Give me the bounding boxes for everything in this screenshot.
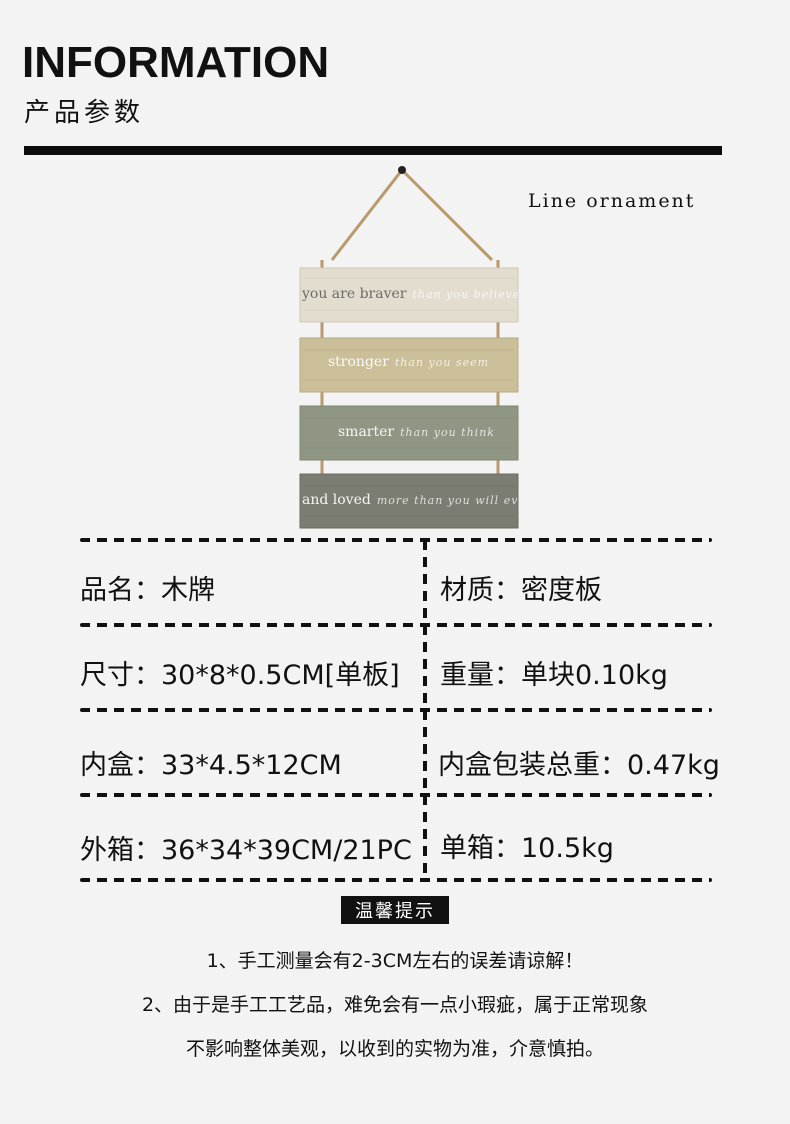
plank-1-main: you are braver [302,286,407,302]
plank-3-script: than you think [400,425,495,439]
spec-divider [80,878,712,882]
plank-3-main: smarter [338,424,395,440]
page-title: INFORMATION [22,38,330,87]
plank-4-text: and loved more than you will ever know [300,476,518,524]
plank-4-script: more than you will ever know [376,493,518,507]
header-divider [24,146,722,155]
product-image [290,160,530,540]
plank-3-text: smarter than you think [300,408,518,456]
spec-column-divider [423,540,427,880]
plank-1-script: than you believe [412,287,518,301]
spec-inner-box-weight: 内盒包装总重：0.47kg [438,750,720,781]
spec-divider [80,793,712,797]
plank-2-script: than you seem [394,355,490,369]
spec-divider [80,623,712,627]
spec-weight: 重量：单块0.10kg [440,660,668,691]
spec-divider [80,708,712,712]
page-subtitle: 产品参数 [24,98,145,128]
spec-inner-box: 内盒：33*4.5*12CM [80,750,342,781]
plank-2-main: stronger [328,354,389,370]
spec-size: 尺寸：30*8*0.5CM[单板] [80,660,400,691]
plank-4-main: and loved [302,492,371,508]
product-caption: Line ornament [528,190,696,212]
plank-2-text: stronger than you seem [300,338,518,386]
spec-divider [80,538,712,542]
tips-badge: 温馨提示 [341,896,449,924]
tip-line-3: 不影响整体美观，以收到的实物为准，介意慎拍。 [185,1038,604,1060]
spec-name: 品名：木牌 [80,575,215,606]
tip-line-2: 2、由于是手工工艺品，难免会有一点小瑕疵，属于正常现象 [141,994,649,1016]
spec-material: 材质：密度板 [440,575,602,606]
plank-1-text: you are braver than you believe [300,270,518,318]
spec-carton-weight: 单箱：10.5kg [440,833,614,864]
tip-line-1: 1、手工测量会有2-3CM左右的误差请谅解！ [206,950,584,972]
spec-carton: 外箱：36*34*39CM/21PC [80,835,412,866]
